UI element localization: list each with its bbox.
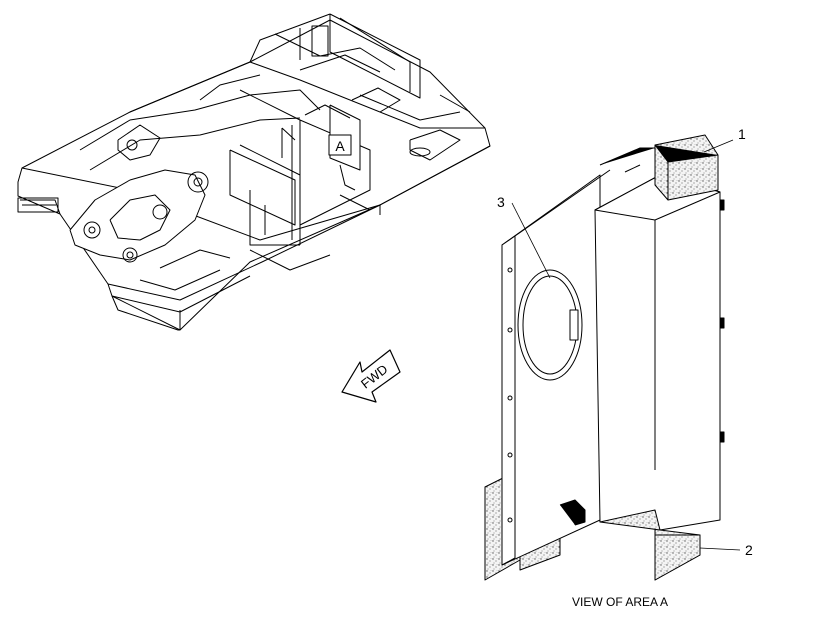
callout-leaders <box>511 139 741 551</box>
callout-3: 3 <box>497 194 505 210</box>
machine-frame-drawing <box>17 13 491 331</box>
area-a-detail-view <box>484 134 725 581</box>
view-caption: VIEW OF AREA A <box>572 595 668 609</box>
callout-1: 1 <box>738 126 746 142</box>
area-a-marker: A <box>335 138 345 154</box>
callout-2: 2 <box>745 542 753 558</box>
forward-arrow-icon <box>341 349 401 403</box>
